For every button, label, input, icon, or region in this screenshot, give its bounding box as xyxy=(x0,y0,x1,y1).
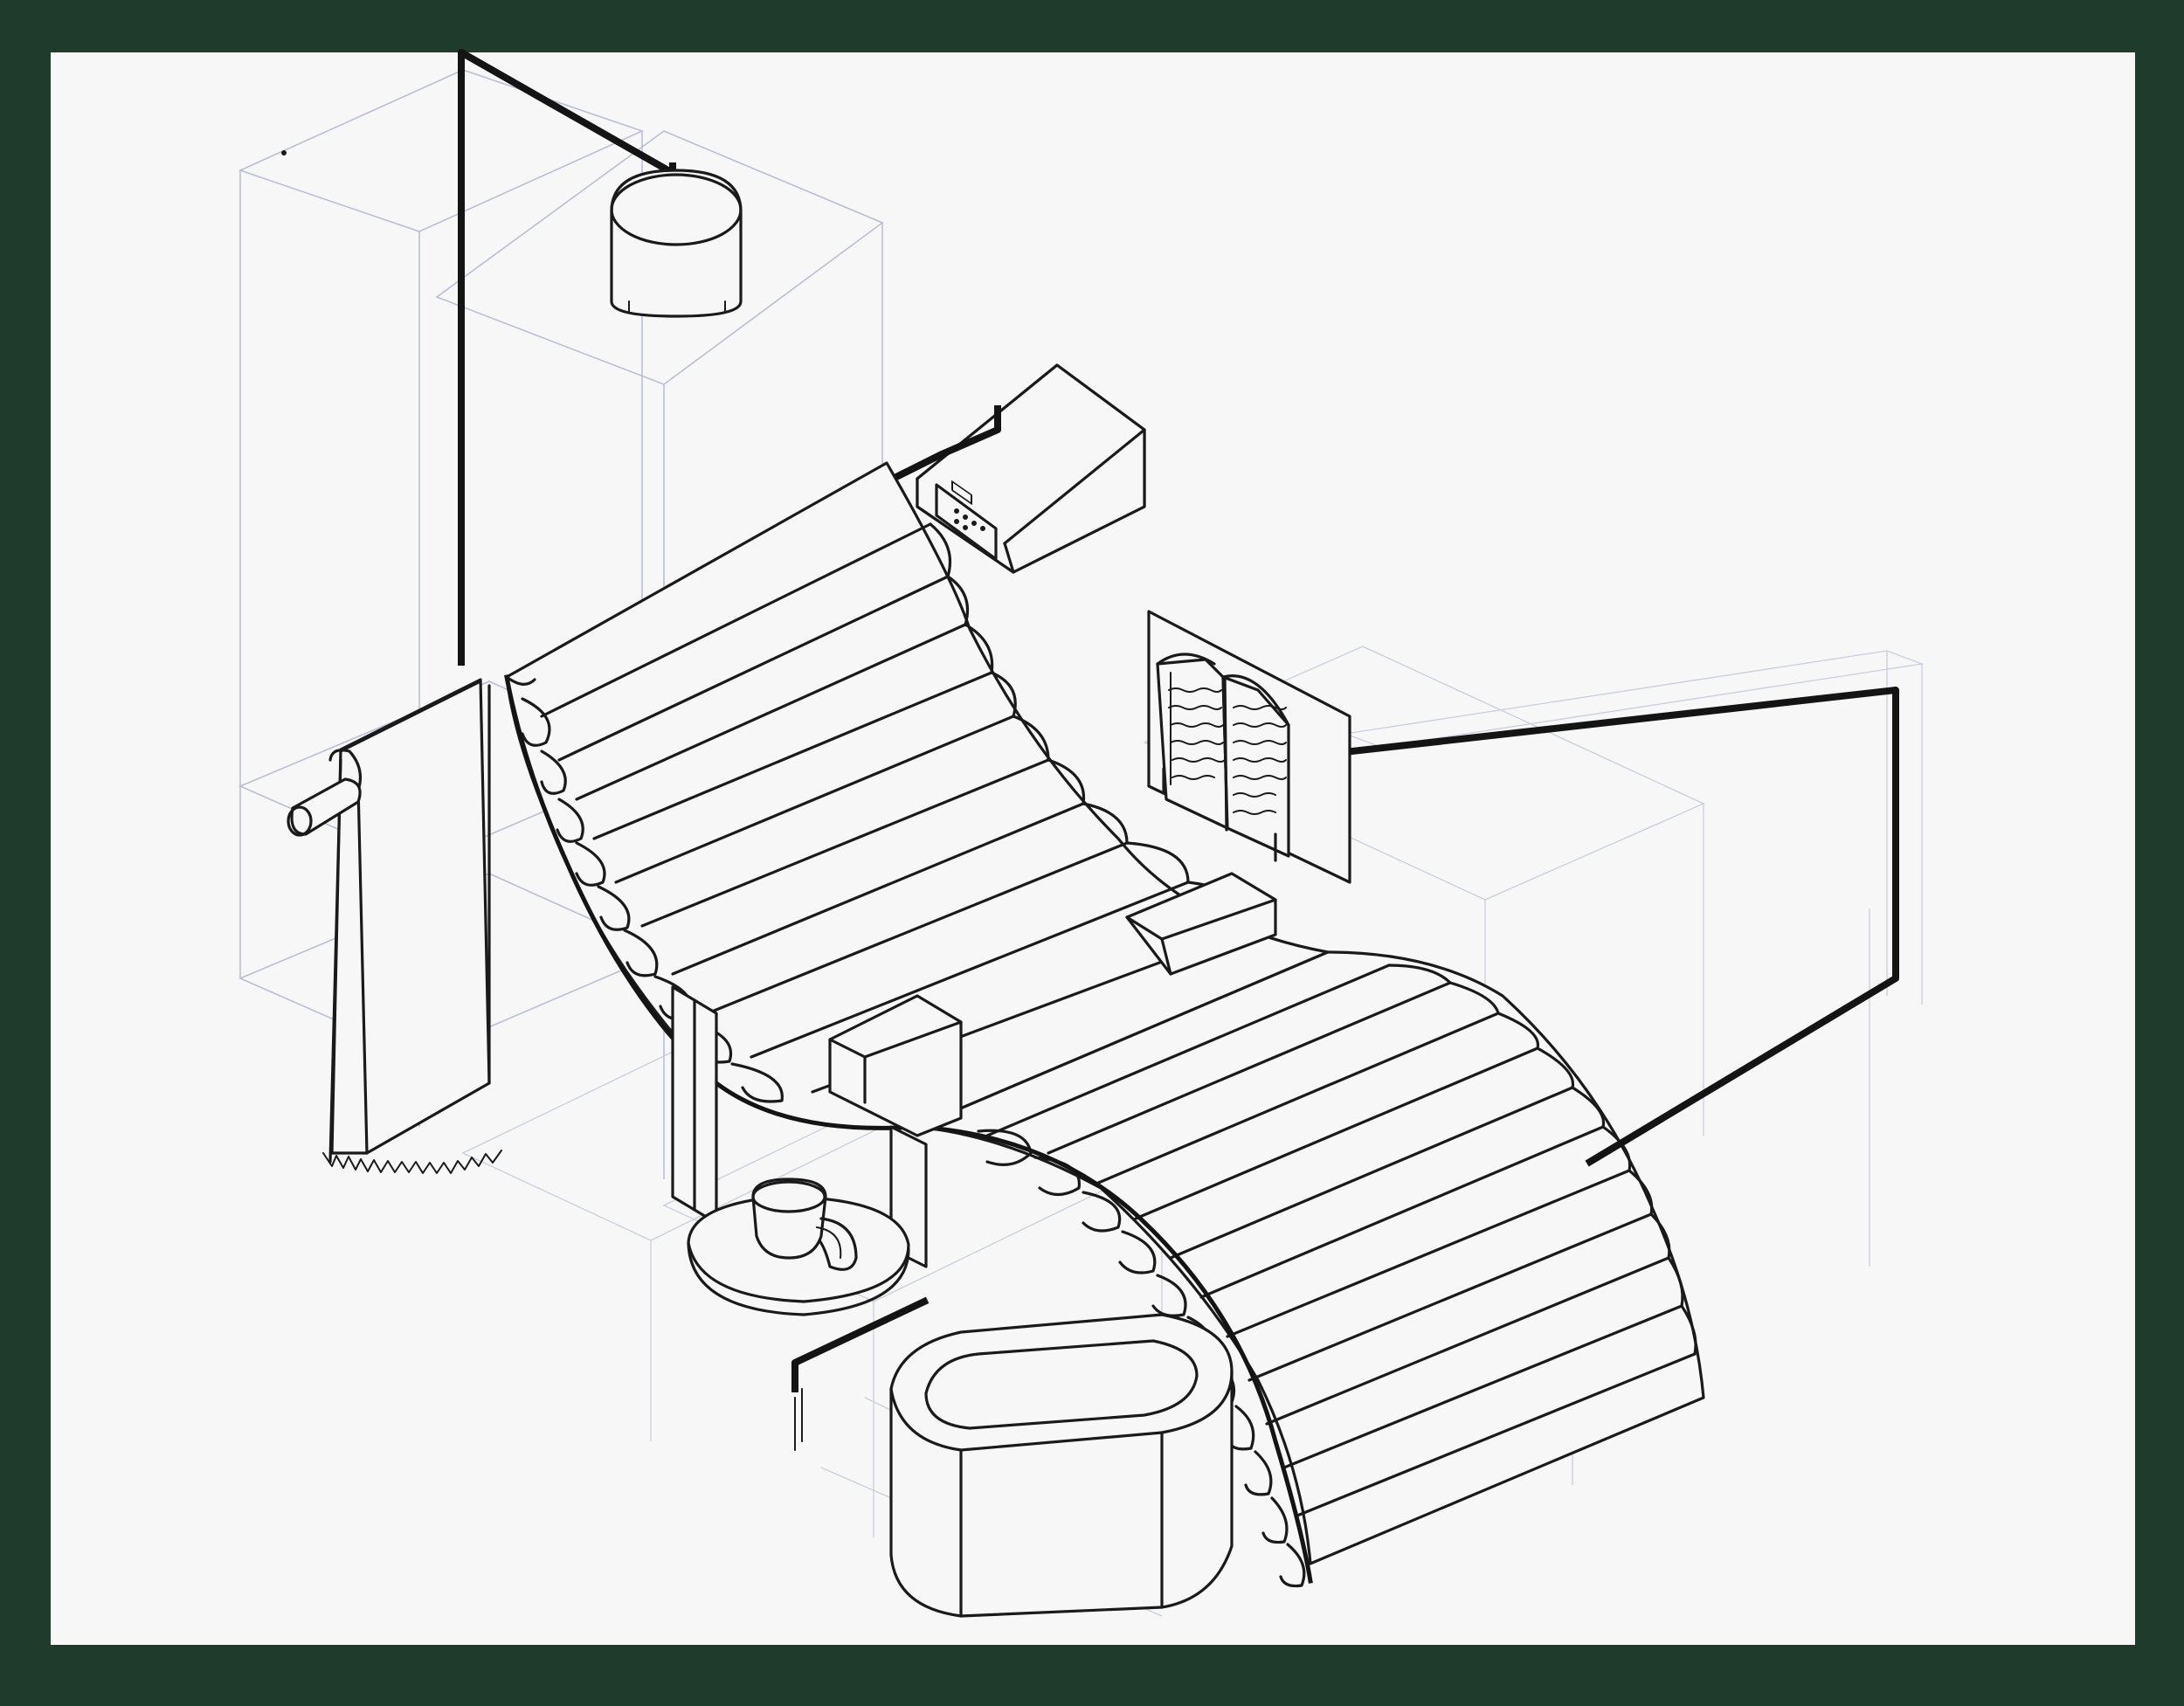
side-table-with-cup xyxy=(687,1178,930,1451)
towel-rack xyxy=(287,678,502,1174)
cup xyxy=(751,1178,827,1260)
book-text-lines xyxy=(1168,687,1287,815)
control-panel-icon xyxy=(954,508,985,531)
oval-basin xyxy=(889,1313,1234,1618)
wave-lounge-chair xyxy=(504,461,1705,1588)
pencil-mark xyxy=(281,150,287,155)
framed-open-book xyxy=(1147,610,1899,1167)
chair-armrest xyxy=(828,994,963,1137)
wall-box-with-control-panel xyxy=(888,363,1146,574)
chair-upper-rolls xyxy=(540,522,1260,1094)
pendant-lamp xyxy=(458,49,743,666)
chair-lower-rolls xyxy=(985,964,1697,1517)
